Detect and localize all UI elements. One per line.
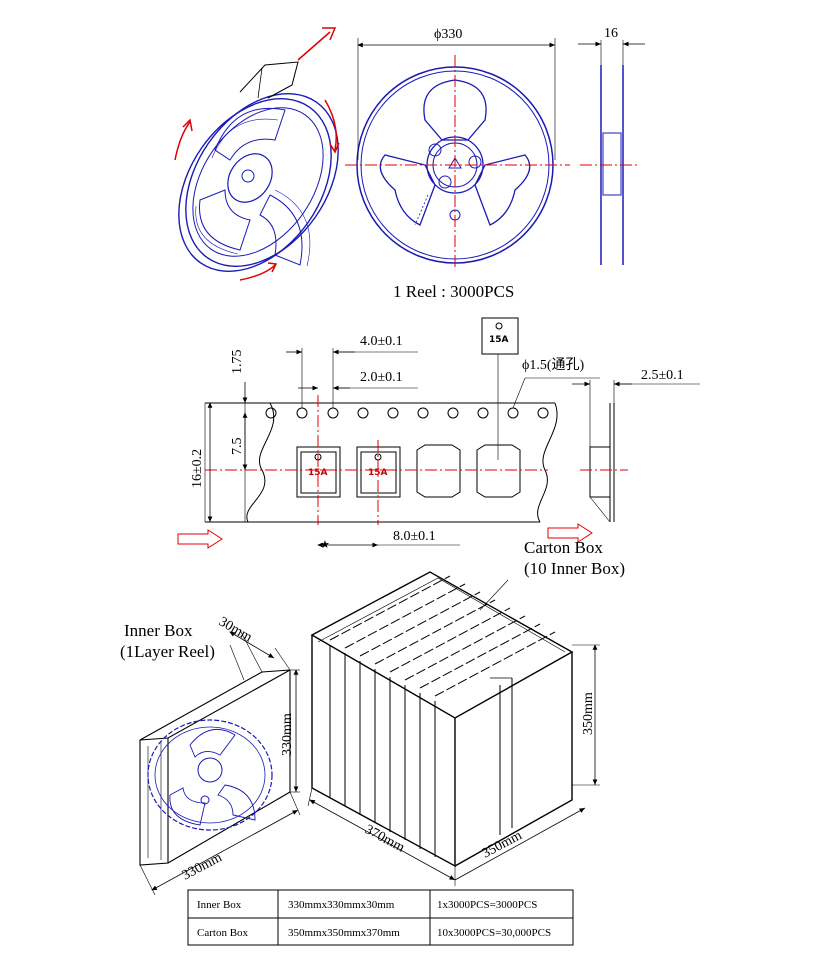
dim-half-pitch: 2.0±0.1 xyxy=(360,370,403,385)
pocket-4 xyxy=(476,444,521,498)
table-row-1-qty: 1x3000PCS=3000PCS xyxy=(437,899,537,911)
carton-height-label: 350mm xyxy=(581,692,596,735)
dim-7-5: 7.5 xyxy=(230,438,245,456)
carton-box-drawing: Carton Box (10 Inner Box) xyxy=(307,538,625,886)
inner-box-label-line2: (1Layer Reel) xyxy=(120,642,215,661)
dim-pitch-hole: 4.0±0.1 xyxy=(360,334,403,349)
dim-thickness: 2.5±0.1 xyxy=(641,368,684,383)
reel-quantity-label: 1 Reel : 3000PCS xyxy=(393,282,514,301)
inner-box-label-line1: Inner Box xyxy=(124,621,193,640)
reel-width-label: 16 xyxy=(604,26,618,41)
inner-box-width-label: 330mm xyxy=(180,850,225,883)
table-row-1-size: 330mmx330mmx30mm xyxy=(288,899,395,911)
sprocket-holes xyxy=(265,407,549,419)
part-marking-detail: 15A xyxy=(489,335,509,345)
reel-diameter-label: ϕ330 xyxy=(434,27,462,42)
table-row-2-qty: 10x3000PCS=30,000PCS xyxy=(437,927,551,939)
dim-hole: ϕ1.5(通孔) xyxy=(522,357,585,373)
star-mark: ★ xyxy=(320,539,330,551)
reel-3d-view xyxy=(174,27,340,281)
pocket-3 xyxy=(416,444,461,498)
reel-front-view: ϕ330 xyxy=(345,27,570,270)
part-marking: 15A xyxy=(368,468,388,478)
dim-1-75: 1.75 xyxy=(230,350,245,375)
table-row-2-size: 350mmx350mmx370mm xyxy=(288,927,400,939)
table-row-1-name: Inner Box xyxy=(197,899,242,911)
pocket-2: 15A xyxy=(356,446,401,498)
spec-table: Inner Box 330mmx330mmx30mm 1x3000PCS=300… xyxy=(187,889,574,946)
dim-pitch-pocket: 8.0±0.1 xyxy=(393,529,436,544)
carton-label-line1: Carton Box xyxy=(524,538,603,557)
reel-side-view: 16 xyxy=(578,26,645,265)
carton-depth-label: 350mm xyxy=(480,828,525,861)
carton-label-line2: (10 Inner Box) xyxy=(524,559,625,578)
carrier-tape-drawing: 15A 15A 15A 16±0.2 1.75 7.5 xyxy=(177,317,700,551)
table-row-2-name: Carton Box xyxy=(197,927,249,939)
inner-box-height-label: 330mm xyxy=(280,713,295,756)
tape-width-label: 16±0.2 xyxy=(190,449,205,488)
inner-box-thickness-label: 30mm xyxy=(216,614,255,645)
inner-box-drawing: Inner Box (1Layer Reel) 30mm 330mm 330mm xyxy=(120,614,301,896)
part-marking: 15A xyxy=(308,468,328,478)
